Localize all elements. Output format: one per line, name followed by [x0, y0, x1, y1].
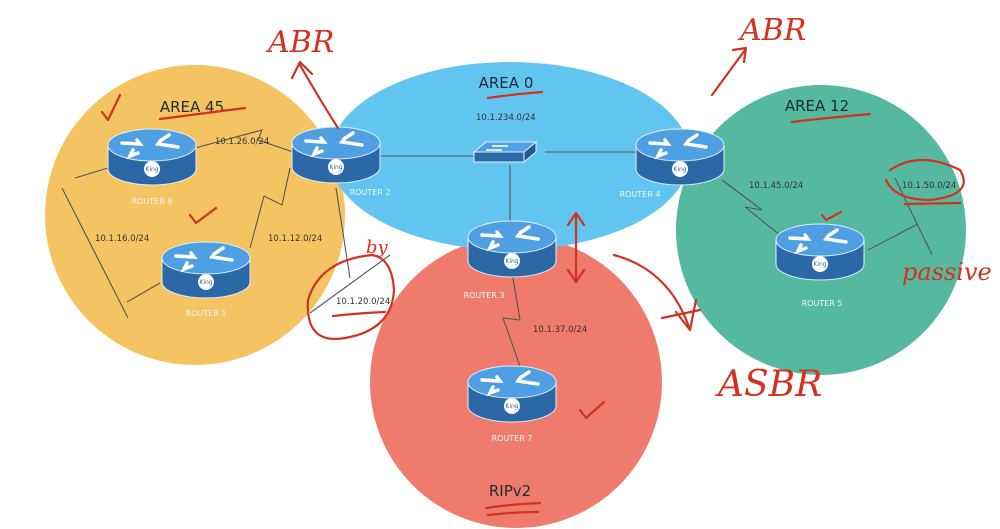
router-4[interactable]: ROUTER 4 — [620, 127, 726, 199]
network-10-1-37: 10.1.37.0/24 — [533, 325, 587, 335]
circle-mark — [884, 159, 965, 206]
king-badge: King — [199, 279, 212, 286]
network-10-1-12: 10.1.12.0/24 — [268, 234, 322, 244]
router-4-label: ROUTER 4 — [620, 190, 661, 199]
handwritten-annotations: ABR ABR ASBR passive by — [100, 13, 992, 517]
router-2[interactable]: ROUTER 2 — [290, 125, 391, 197]
router-6-label: ROUTER 6 — [132, 197, 173, 206]
links — [61, 129, 933, 373]
router-6[interactable]: ROUTER 6 — [106, 127, 198, 206]
network-10-1-50: 10.1.50.0/24 — [902, 181, 956, 191]
area-0-switch — [472, 140, 538, 164]
area-0-title: AREA 0 — [479, 74, 534, 92]
king-badge: King — [813, 261, 826, 268]
king-badges: King King King King King King King — [145, 164, 826, 410]
by-annotation: by — [366, 237, 389, 258]
router-3-label: ROUTER 3 — [464, 291, 505, 300]
arrow-icon — [612, 253, 702, 332]
router-5[interactable]: ROUTER 5 — [774, 222, 866, 308]
router-3[interactable]: ROUTER 3 — [464, 219, 558, 300]
rip-title: RIPv2 — [489, 482, 531, 500]
king-badge: King — [329, 164, 342, 171]
router-1[interactable]: ROUTER 1 — [160, 240, 252, 318]
passive-annotation: passive — [902, 258, 992, 286]
router-7-label: ROUTER 7 — [492, 434, 533, 443]
asbr-annotation: ASBR — [715, 364, 822, 405]
router-2-label: ROUTER 2 — [350, 188, 391, 197]
network-10-1-20: 10.1.20.0/24 — [336, 297, 390, 307]
abr-annotation-right: ABR — [737, 13, 806, 48]
router-5-label: ROUTER 5 — [802, 299, 843, 308]
abr-annotation-left: ABR — [265, 25, 334, 60]
area-45-title: AREA 45 — [160, 98, 224, 116]
router-1-label: ROUTER 1 — [186, 309, 227, 318]
router-7[interactable]: ROUTER 7 — [466, 364, 558, 443]
check-icon — [188, 206, 218, 225]
network-10-1-16: 10.1.16.0/24 — [95, 234, 149, 244]
arrow-icon — [710, 46, 748, 97]
king-badge: King — [145, 166, 158, 173]
king-badge: King — [505, 258, 518, 265]
network-10-1-26: 10.1.26.0/24 — [215, 137, 269, 147]
circle-mark — [306, 253, 396, 341]
check-icon — [578, 400, 606, 420]
king-badge: King — [505, 403, 518, 410]
arrow-icon — [290, 60, 340, 130]
double-arrow-icon — [566, 211, 586, 284]
network-10-1-234: 10.1.234.0/24 — [476, 113, 536, 123]
check-icon — [820, 210, 843, 222]
area-12-title: AREA 12 — [785, 97, 849, 115]
check-icon — [100, 93, 122, 122]
network-10-1-45: 10.1.45.0/24 — [749, 181, 803, 191]
king-badge: King — [673, 166, 686, 173]
